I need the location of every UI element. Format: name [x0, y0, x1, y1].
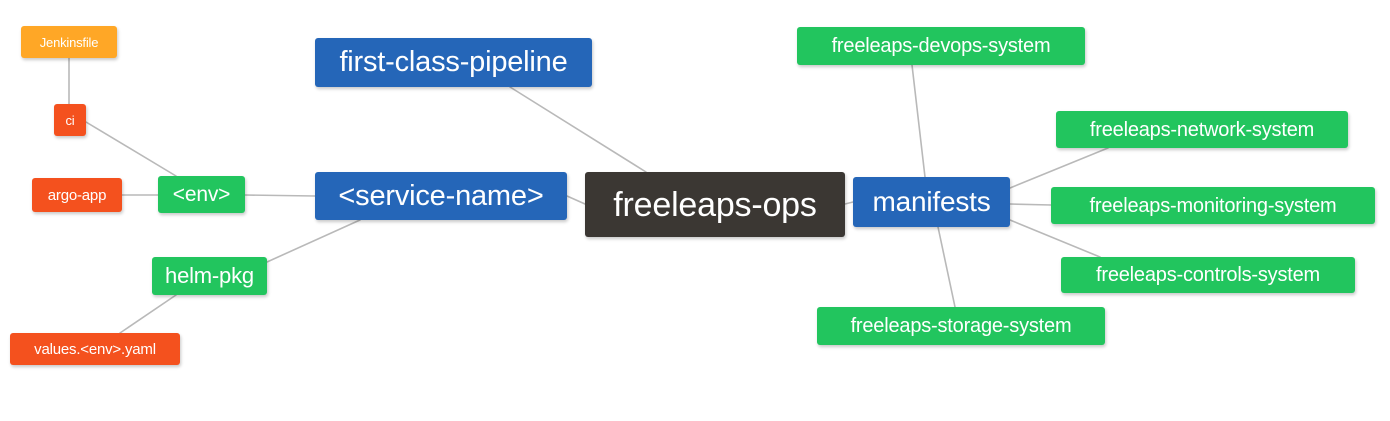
- node-jenkinsfile[interactable]: Jenkinsfile: [21, 26, 117, 58]
- node-env[interactable]: <env>: [158, 176, 245, 213]
- node-label-jenkinsfile: Jenkinsfile: [39, 34, 99, 50]
- edge-manifests-to-freeleaps-controls-system: [1009, 219, 1101, 258]
- node-label-freeleaps-monitoring-system: freeleaps-monitoring-system: [1089, 194, 1337, 217]
- edge-service-name-to-helm-pkg: [266, 219, 361, 263]
- edge-manifests-to-freeleaps-storage-system: [937, 226, 956, 308]
- node-service-name[interactable]: <service-name>: [315, 172, 567, 220]
- node-values-yaml[interactable]: values.<env>.yaml: [10, 333, 180, 365]
- node-label-freeleaps-controls-system: freeleaps-controls-system: [1096, 264, 1320, 286]
- node-argo-app[interactable]: argo-app: [32, 178, 122, 212]
- node-first-class-pipeline[interactable]: first-class-pipeline: [315, 38, 592, 87]
- edge-manifests-to-freeleaps-monitoring-system: [1009, 203, 1052, 206]
- edge-helm-pkg-to-values-yaml: [119, 294, 177, 334]
- node-freeleaps-devops-system[interactable]: freeleaps-devops-system: [797, 27, 1085, 65]
- node-label-helm-pkg: helm-pkg: [165, 263, 254, 288]
- node-label-values-yaml: values.<env>.yaml: [34, 340, 156, 358]
- node-freeleaps-controls-system[interactable]: freeleaps-controls-system: [1061, 257, 1355, 293]
- node-label-ci: ci: [65, 112, 75, 128]
- edge-manifests-to-freeleaps-network-system: [1009, 147, 1109, 189]
- node-freeleaps-storage-system[interactable]: freeleaps-storage-system: [817, 307, 1105, 345]
- edge-freeleaps-ops-to-manifests: [844, 201, 854, 205]
- node-label-argo-app: argo-app: [47, 186, 107, 204]
- node-label-first-class-pipeline: first-class-pipeline: [339, 46, 568, 78]
- node-label-service-name: <service-name>: [338, 179, 544, 212]
- edge-freeleaps-ops-to-first-class-pipeline: [509, 86, 647, 173]
- node-manifests[interactable]: manifests: [853, 177, 1010, 227]
- edge-freeleaps-ops-to-service-name: [566, 195, 586, 205]
- node-freeleaps-ops[interactable]: freeleaps-ops: [585, 172, 845, 237]
- node-freeleaps-monitoring-system[interactable]: freeleaps-monitoring-system: [1051, 187, 1375, 224]
- node-freeleaps-network-system[interactable]: freeleaps-network-system: [1056, 111, 1348, 148]
- node-label-freeleaps-storage-system: freeleaps-storage-system: [850, 315, 1072, 337]
- node-label-freeleaps-ops: freeleaps-ops: [613, 185, 817, 224]
- node-helm-pkg[interactable]: helm-pkg: [152, 257, 267, 295]
- edge-env-to-ci: [85, 121, 177, 177]
- edge-service-name-to-env: [244, 194, 316, 197]
- node-label-freeleaps-devops-system: freeleaps-devops-system: [831, 35, 1051, 57]
- node-ci[interactable]: ci: [54, 104, 86, 136]
- node-label-manifests: manifests: [872, 186, 991, 217]
- edge-manifests-to-freeleaps-devops-system: [911, 64, 926, 178]
- node-label-freeleaps-network-system: freeleaps-network-system: [1089, 118, 1315, 141]
- node-label-env: <env>: [172, 183, 231, 206]
